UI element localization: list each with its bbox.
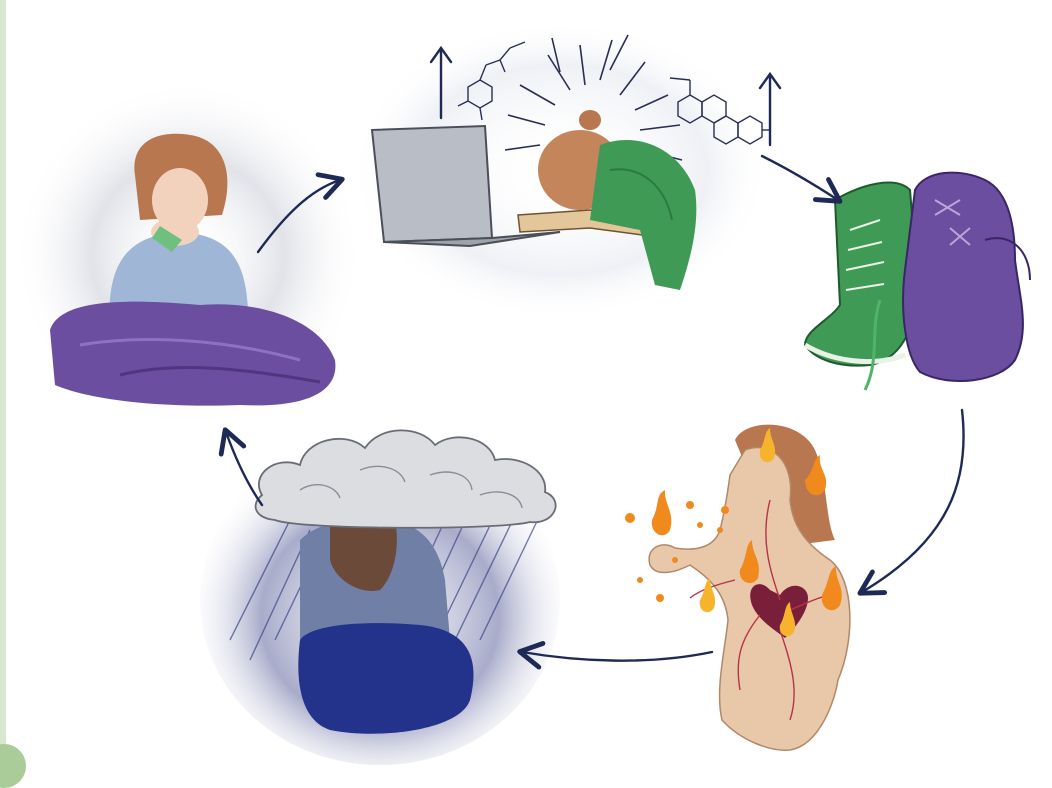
stage-depression: [200, 430, 560, 765]
laptop-icon: [372, 126, 492, 242]
hair-bun: [579, 110, 601, 130]
stage-exercise: [805, 173, 1030, 390]
arrow-stress-to-exercise: [762, 156, 838, 200]
arrow-exercise-to-inflammation: [862, 410, 964, 592]
flame-icon: [652, 490, 671, 535]
rain-cloud-icon: [256, 430, 556, 527]
boxing-glove-icon: [903, 173, 1023, 381]
stage-inflammation: [625, 425, 850, 751]
sneaker-icon: [805, 183, 918, 366]
hunched-person-legs: [298, 623, 473, 734]
arrow-inflammation-to-depression: [522, 652, 712, 661]
stage-stress-hormones: [350, 20, 780, 320]
cycle-diagram: [0, 0, 1052, 772]
stage-sick: [13, 80, 363, 430]
